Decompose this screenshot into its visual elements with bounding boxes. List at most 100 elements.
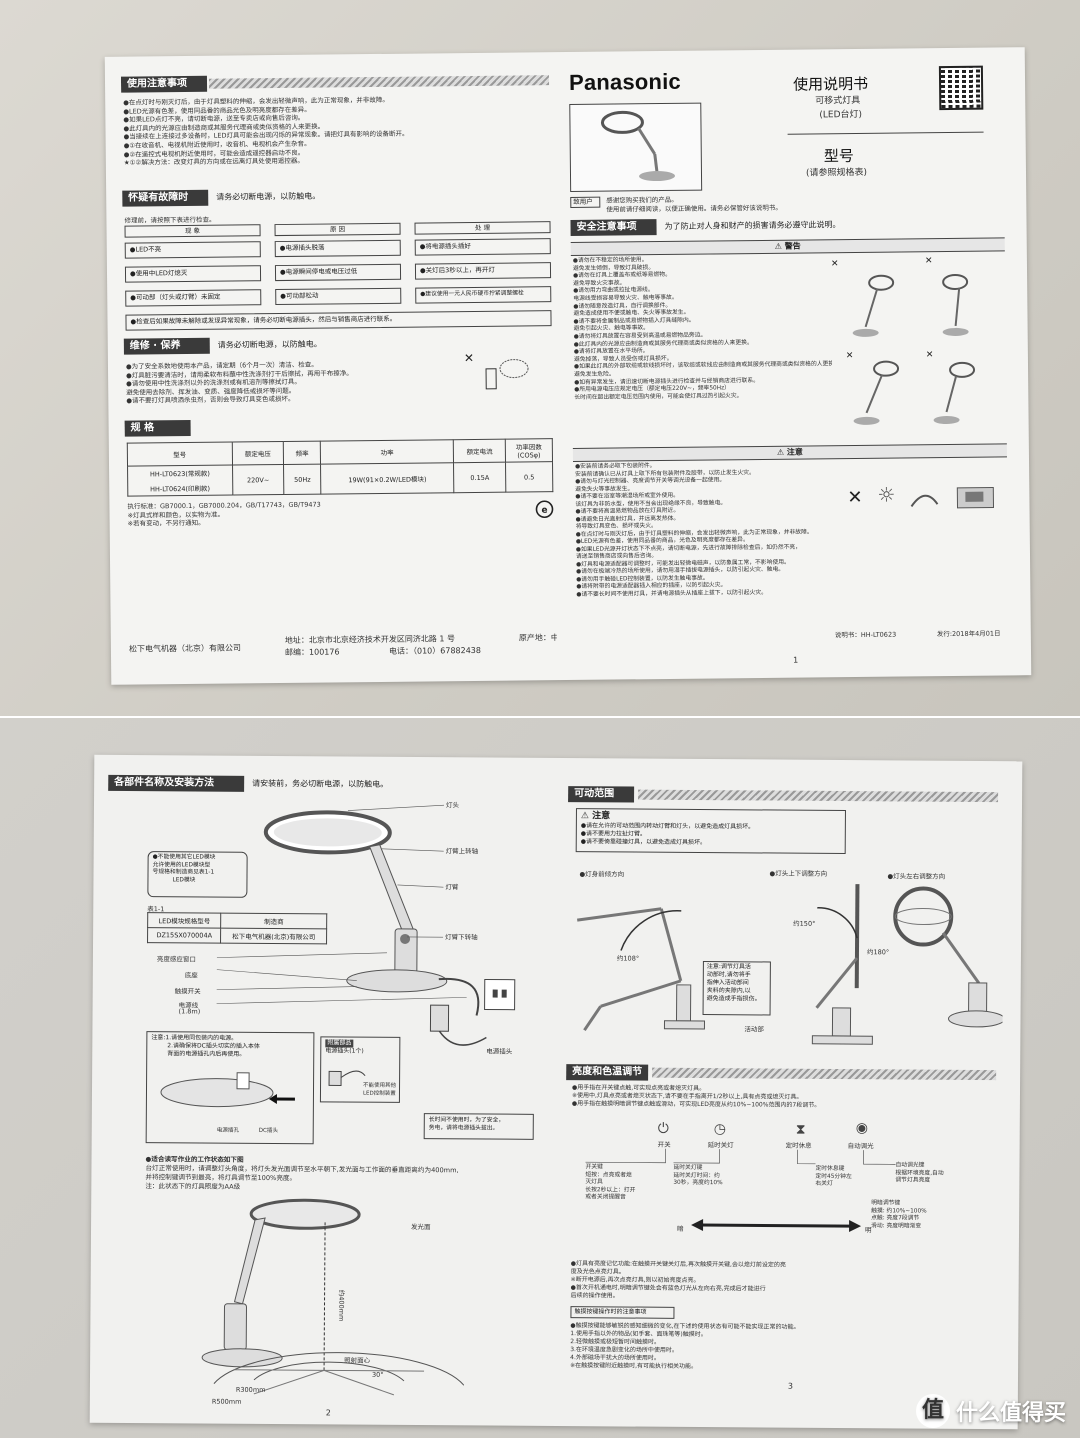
led-box-line: 号规格和制造商见表1-1 [152, 869, 215, 876]
manual-number: 说明书：HH-LT0623 [834, 630, 897, 640]
label-dc-plug: DC插头 [258, 1127, 279, 1135]
maint-aside: 请务必切断电源，以防触电。 [217, 339, 322, 350]
spec-header: 频率 [283, 441, 321, 465]
label-center: 照射面心 [344, 1356, 371, 1365]
install-note: 背面的电源插孔内后再使用。 [167, 1050, 246, 1058]
doc-subtitle2: (LED台灯) [819, 109, 863, 121]
dim-desc: 滑动: 亮度明暗渐变 [871, 1222, 922, 1230]
footer-text: ●检查后如果故障未解除或发现异常现象，请务必切断电源插头，然后与销售商店进行联系… [130, 314, 397, 326]
lamp-pull-illustration [933, 361, 976, 425]
warning-lines: ●请勿在不稳定的场所使用。 避免发生倾倒，导致灯具破损。 ●请勿在灯具上覆盖布或… [573, 255, 840, 402]
accessory-item: 电源插头(1个) [325, 1047, 364, 1055]
caution-illustration: ✕ ☼ [843, 473, 1008, 520]
accessory-note: 不能使用其他 [363, 1082, 397, 1089]
page-3: 可动范围 ⚠ 注意 ●请在允许的可动范围内转动灯臂和灯头，以避免造成灯具损坏。 … [564, 776, 1012, 1424]
spec-model: HH-LT0623(常规款) [149, 469, 210, 479]
photo-divider [0, 716, 1080, 718]
address: 地址：北京市北京经济技术开发区同济北路 1 号 [284, 634, 456, 645]
lamp-sunlight-illustration [910, 487, 995, 509]
model-note: (请参照规格表) [805, 167, 868, 179]
dim-dark-label: 暗 [677, 1224, 684, 1233]
manual-sheet-top: 使用注意事项 ●在点灯时与刚灭灯后，由于灯具塑料的伸缩，会发出轻微声响，此为正常… [104, 47, 1032, 685]
cell-text: ●建议使用一元人民币硬币拧紧调整螺栓 [420, 290, 524, 298]
key-desc: 灭灯具 [585, 1179, 603, 1186]
label-touch-switch: 触摸开关 [174, 987, 201, 996]
table-cell: 松下电气机器(北京)有限公司 [220, 928, 327, 944]
label-r500: R500mm [211, 1397, 242, 1406]
trouble-header-action: 处 理 [414, 221, 551, 235]
header-label: 处 理 [474, 223, 491, 232]
reading-line: 注：此状态下的灯具照度为AA级 [145, 1182, 241, 1191]
section-spec-title: 规 格 [130, 422, 155, 434]
doc-subtitle: 可移式灯具 [815, 95, 861, 107]
dimmer-arrow-icon [691, 1219, 862, 1233]
touch-tag-text: 触摸按键操作时的注意事项 [574, 1308, 647, 1316]
section-notice-title: 使用注意事项 [126, 77, 188, 90]
spec-table: 型号 额定电压 频率 功率 额定电流 功率因数(COSφ) HH-LT0623(… [127, 438, 554, 497]
prohibited-x-icon: ✕ [847, 486, 863, 509]
issue-date: 发行:2018年4月01日 [936, 629, 1001, 639]
thanks-tag: 致用户 [570, 196, 601, 208]
trouble-cell: ●LED不亮 [124, 241, 261, 259]
trouble-intro: 修理前，请按照下表进行检查。 [124, 215, 216, 225]
rule [787, 131, 984, 135]
key-desc: 调节灯具亮度 [895, 1177, 931, 1184]
accessory-note: LED控制装置 [362, 1090, 396, 1097]
thanks-tag-text: 致用户 [573, 197, 593, 206]
table-header: LED模块规格型号 [147, 912, 222, 929]
table-cell: DZ15SX070004A [147, 927, 222, 944]
dim-desc: 明暗调节键 [871, 1200, 901, 1207]
page-4: 使用注意事项 ●在点灯时与刚灭灯后，由于灯具塑料的伸缩，会发出轻微声响，此为正常… [120, 66, 558, 671]
prohibited-x-icon: ✕ [924, 256, 933, 267]
trouble-cell: ●关灯后3秒以上，再开灯 [414, 262, 552, 280]
trouble-header-phenomenon: 现 象 [124, 224, 261, 238]
prohibited-x-icon: ✕ [463, 350, 475, 366]
trouble-cell: ●建议使用一元人民币硬币拧紧调整螺栓 [415, 286, 552, 304]
page-number: 3 [787, 1381, 794, 1391]
watermark-text: 什么值得买 [955, 1401, 1066, 1426]
label-arm: 灯臂 [445, 883, 459, 892]
warning-label: 警告 [784, 241, 801, 251]
caution-label: 注意 [786, 447, 803, 457]
page-2: 各部件名称及安装方法请安装前，务必切断电源，以防触电。 灯头 灯臂上转轴 灯臂 … [104, 773, 548, 1421]
desk-lamp-icon [600, 110, 676, 182]
spec-power: 19W(91×0.2W/LED模块) [320, 462, 455, 495]
section-trouble-title: 怀疑有故障时 [128, 191, 189, 204]
power-adapter-illustration [429, 978, 516, 1046]
trouble-cell: ●电源瞬间停电或电压过低 [274, 263, 402, 282]
dim-desc: 点触: 亮度7段调节 [871, 1215, 920, 1222]
spec-voltage: 220V~ [232, 464, 285, 496]
cell-text: ●使用中LED灯熄灭 [129, 268, 188, 278]
thanks-line: 使用前请仔细阅读，以便正确使用。请务必保管好该说明书。 [606, 203, 782, 214]
lamp-covered-illustration [942, 273, 969, 336]
timer-key-desc: 定时休息键 定时45分钟左 右关灯 [815, 1166, 852, 1189]
origin: 原产地：中国 [518, 633, 558, 643]
key-desc: 右关灯 [815, 1180, 833, 1187]
delay-key-desc: 延时关灯键 延时关灯时间：约 30秒，亮度约10% [673, 1165, 722, 1188]
spec-header: 额定电压 [231, 441, 284, 466]
notice-line: ★①②解决方法：改变灯具的方向或在远离灯具处使用遥控器。 [123, 156, 304, 167]
brand-logo: Panasonic [568, 68, 681, 95]
auto-key-desc: 自动调光键 根据环境亮度,自动 调节灯具亮度 [895, 1162, 943, 1185]
cell-text: ●可动部松动 [280, 291, 319, 301]
phone: 电话：（010）67882438 [388, 645, 482, 656]
spec-header: 功率因数(COSφ) [505, 438, 553, 463]
sun-icon: ☼ [877, 482, 896, 507]
safety-aside: 为了防止对人身和财产的损害请务必遵守此说明。 [664, 220, 841, 231]
page-1: Panasonic 使用说明书 可移式灯具 (LED台灯) 型号 (请参照规格表… [567, 61, 1021, 666]
touch-tag: 触摸按键操作时的注意事项 [570, 1306, 675, 1319]
led-module-callout: ●不能使用其它LED模块 允许使用的LED模块型 号规格和制造商见表1-1 LE… [147, 851, 248, 898]
trouble-cell: ●使用中LED灯熄灭 [124, 265, 262, 283]
label-emitting-surface: 发光面 [411, 1222, 431, 1232]
label-angle: 30° [371, 1370, 384, 1379]
key-desc: 开关键 [585, 1164, 603, 1171]
header-label: 现 象 [184, 226, 201, 236]
unplug-note: 务电，请将电源插头拔出。 [428, 1125, 499, 1132]
key-leader-lines [585, 1148, 896, 1165]
spec-frequency: 50Hz [283, 464, 321, 495]
label-lower-hinge: 灯臂下转轴 [445, 933, 478, 942]
dimmer-desc: 明暗调节键 触摸: 约10%~100% 点触: 亮度7段调节 滑动: 亮度明暗渐… [871, 1200, 927, 1230]
key-desc: 定时休息键 [815, 1165, 845, 1173]
svg-text:e: e [541, 506, 547, 516]
spec-header: 额定电流 [453, 439, 506, 463]
